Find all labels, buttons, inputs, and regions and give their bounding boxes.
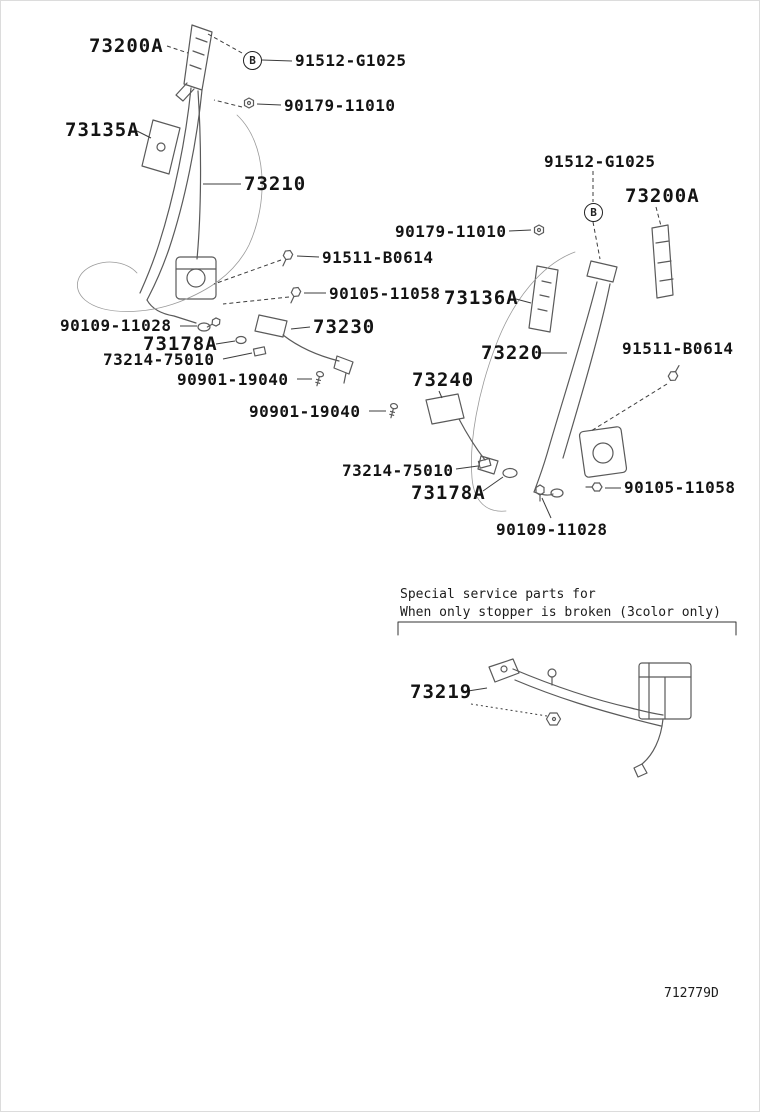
bolt-icon [535, 484, 545, 502]
screw-icon [315, 370, 325, 387]
part-label-90179-11010-left: 90179-11010 [284, 96, 396, 115]
nut-icon [533, 224, 545, 236]
part-label-91511-B0614-right: 91511-B0614 [622, 339, 734, 358]
bolt-icon [290, 286, 302, 304]
callout-letter: B [590, 206, 597, 219]
leader-lines [136, 33, 668, 717]
part-label-73214-75010-left: 73214-75010 [103, 350, 215, 369]
part-label-90901-19040-lower: 90901-19040 [249, 402, 361, 421]
bolt-icon [585, 482, 603, 492]
part-label-73200A-left: 73200A [89, 35, 164, 57]
nut-icon [551, 716, 557, 722]
part-label-73178A-left: 73178A [143, 333, 218, 355]
callout-letter: B [249, 54, 256, 67]
bolt-icon [667, 365, 680, 381]
part-label-91511-B0614-left: 91511-B0614 [322, 248, 434, 267]
part-label-73135A: 73135A [65, 119, 140, 141]
part-label-73219: 73219 [410, 681, 473, 703]
fasteners [206, 97, 680, 722]
left-assembly [76, 24, 354, 384]
part-label-90109-11028-left: 90109-11028 [60, 316, 172, 335]
screw-icon [389, 402, 399, 419]
part-label-73178A-right: 73178A [411, 482, 486, 504]
part-label-73210: 73210 [244, 173, 307, 195]
nut-icon [243, 97, 255, 109]
part-label-90179-11010-right: 90179-11010 [395, 222, 507, 241]
special-service-assembly [397, 621, 737, 778]
bolt-icon [282, 249, 294, 267]
special-service-note-line1: Special service parts for [400, 587, 596, 602]
callout-circle-B-left: B [243, 51, 262, 70]
part-label-90105-11058-left: 90105-11058 [329, 284, 441, 303]
drawing-code: 712779D [664, 986, 719, 1001]
special-service-note-line2: When only stopper is broken (3color only… [400, 605, 721, 620]
part-label-90105-11058-right: 90105-11058 [624, 478, 736, 497]
part-label-73200A-right: 73200A [625, 185, 700, 207]
right-assembly [425, 224, 674, 512]
part-label-73230: 73230 [313, 316, 376, 338]
part-label-73214-75010-right: 73214-75010 [342, 461, 454, 480]
part-label-91512-G1025-right: 91512-G1025 [544, 152, 656, 171]
part-label-73240: 73240 [412, 369, 475, 391]
bolt-icon [206, 317, 221, 328]
part-label-73220: 73220 [481, 342, 544, 364]
part-label-90109-11028-right: 90109-11028 [496, 520, 608, 539]
part-label-73136A: 73136A [444, 287, 519, 309]
part-label-90901-19040-upper: 90901-19040 [177, 370, 289, 389]
callout-circle-B-right: B [584, 203, 603, 222]
part-label-91512-G1025-left: 91512-G1025 [295, 51, 407, 70]
